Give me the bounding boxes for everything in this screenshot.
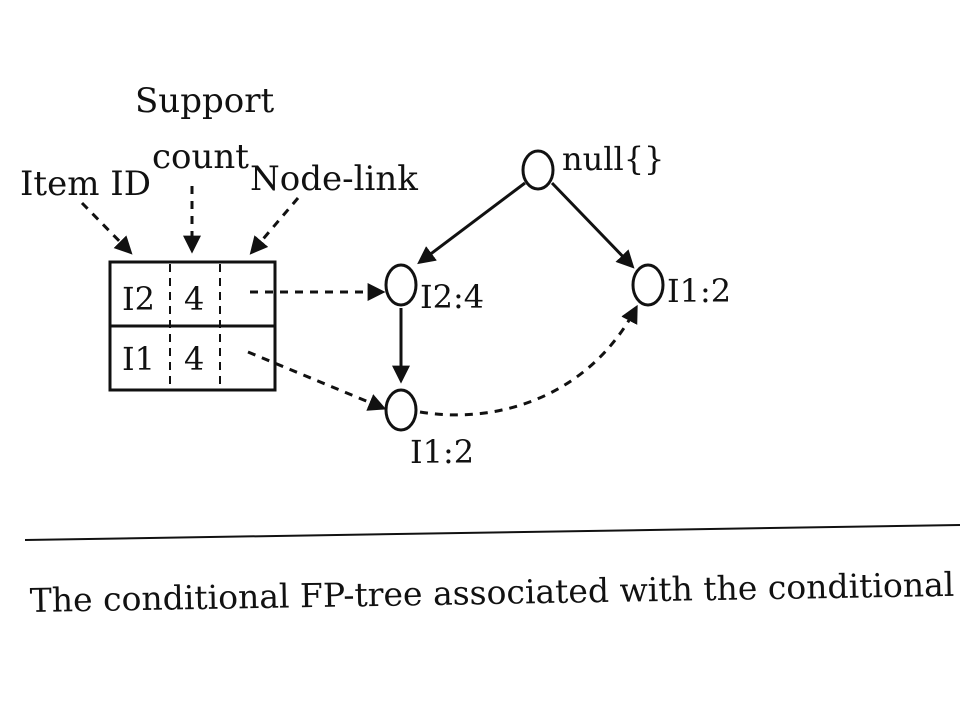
- row-1-item: I2: [122, 280, 155, 318]
- header-table: I2 4 I1 4: [108, 260, 277, 392]
- item-id-arrow: [80, 201, 133, 255]
- node-root-label: null{}: [562, 140, 664, 178]
- caption: The conditional FP-tree associated with …: [29, 562, 960, 620]
- row-2-item: I1: [122, 340, 155, 378]
- node-i1-right-label: I1:2: [667, 272, 731, 310]
- node-link-arrow: [249, 197, 300, 255]
- node-i1-left: I1:2: [384, 388, 474, 471]
- node-i1-right: I1:2: [631, 263, 731, 310]
- row-2-count: 4: [184, 340, 204, 378]
- separator-line: [24, 524, 960, 541]
- node-link-label: Node-link: [250, 159, 418, 199]
- node-link-i1: [247, 350, 387, 411]
- support-label: Support: [135, 81, 274, 121]
- node-i1-left-label: I1:2: [410, 433, 474, 471]
- node-i2-circle: [384, 263, 418, 307]
- node-root: null{}: [521, 140, 664, 191]
- edge-root-to-i2: [417, 181, 526, 265]
- edge-root-to-i1-right: [550, 181, 635, 269]
- node-root-circle: [521, 149, 555, 191]
- row-1-count: 4: [184, 280, 204, 318]
- node-i1-right-circle: [631, 263, 665, 307]
- node-link-i1-chain: [419, 304, 638, 417]
- node-i2: I2:4: [384, 263, 484, 316]
- count-label: count: [152, 137, 249, 177]
- item-id-label: Item ID: [20, 164, 151, 204]
- node-i1-left-circle: [384, 388, 418, 432]
- node-i2-label: I2:4: [420, 278, 484, 316]
